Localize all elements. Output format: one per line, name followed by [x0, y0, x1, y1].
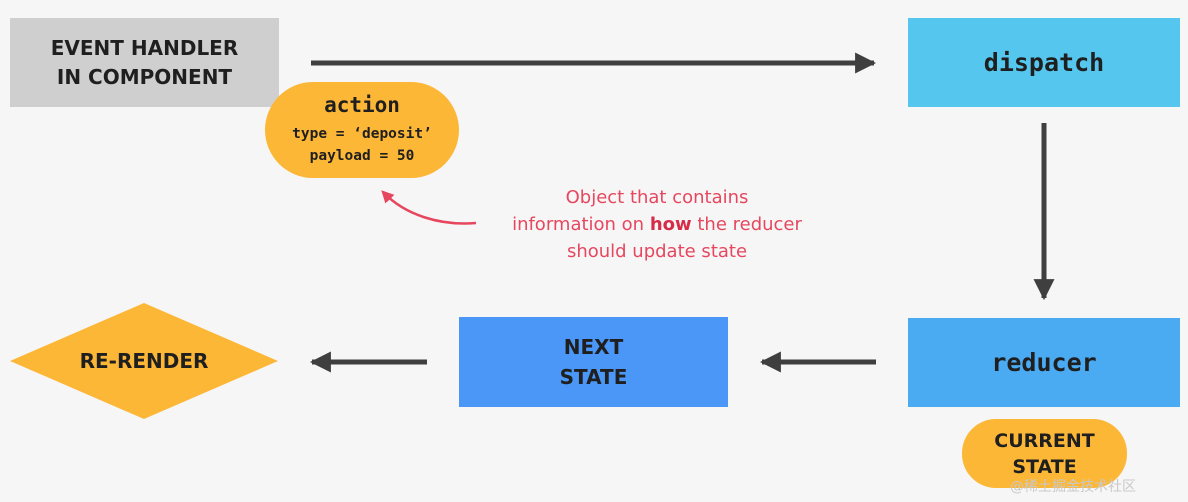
diamond-shape — [10, 303, 278, 419]
reducer-label: reducer — [991, 348, 1097, 377]
annotation-line2-post: the reducer — [691, 214, 802, 235]
event-handler-line1: EVENT HANDLER — [50, 35, 239, 60]
action-title: action — [324, 93, 400, 117]
reducer-box: reducer — [908, 318, 1180, 407]
action-annotation: Object that contains information on how … — [487, 184, 827, 265]
annotation-pointer-arrow — [381, 190, 477, 225]
next-state-box: NEXT STATE — [459, 317, 728, 407]
event-handler-box: EVENT HANDLER IN COMPONENT — [10, 18, 279, 107]
action-type-line: type = ‘deposit’ — [292, 126, 432, 142]
annotation-line2-bold: how — [649, 214, 692, 235]
event-handler-line2: IN COMPONENT — [56, 64, 233, 89]
annotation-line1: Object that contains — [565, 187, 749, 208]
next-state-line2: STATE — [559, 365, 628, 389]
annotation-line3: should update state — [566, 241, 748, 262]
action-payload-line: payload = 50 — [309, 148, 415, 164]
annotation-line2-pre: information on — [512, 214, 650, 235]
annotation-line2: information on how the reducer — [487, 211, 827, 238]
rerender-label: RE-RENDER — [79, 349, 209, 373]
current-state-line1: CURRENT — [994, 429, 1095, 452]
dispatch-label: dispatch — [983, 48, 1105, 77]
action-pill: action type = ‘deposit’ payload = 50 — [265, 82, 459, 178]
current-state-pill: CURRENT STATE — [962, 419, 1127, 488]
dispatch-box: dispatch — [908, 18, 1180, 107]
next-state-line1: NEXT — [563, 335, 624, 359]
watermark: @稀土掘金技术社区 — [1010, 479, 1136, 495]
current-state-line2: STATE — [1012, 455, 1077, 478]
rerender-diamond: RE-RENDER — [10, 303, 278, 419]
